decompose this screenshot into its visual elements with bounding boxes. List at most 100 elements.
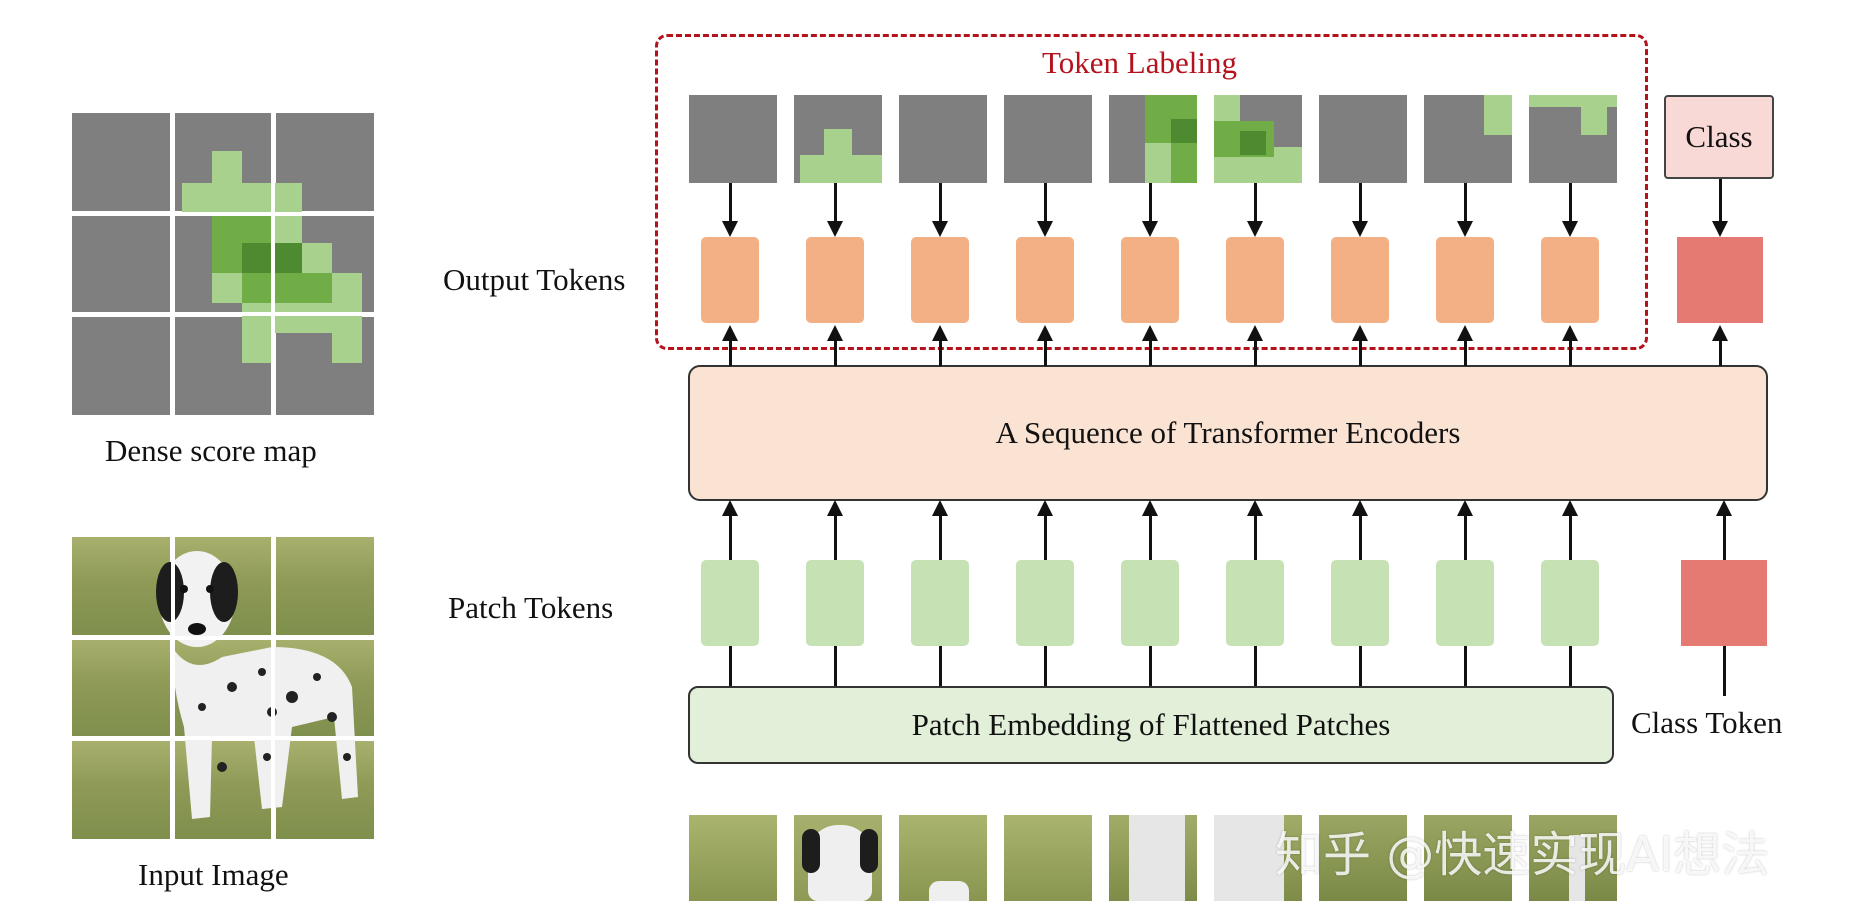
arrow-up (1149, 514, 1152, 560)
image-patch (72, 537, 170, 635)
image-patch (276, 537, 374, 635)
arrow-head (1712, 221, 1728, 237)
connector-line (1359, 646, 1362, 686)
patch-token (1016, 560, 1074, 646)
arrow-up (729, 339, 732, 366)
score-cell (72, 215, 170, 313)
arrow-up (1719, 339, 1722, 366)
arrow-down (1719, 179, 1722, 223)
arrow-head (932, 500, 948, 516)
class-output-token (1677, 237, 1763, 323)
arrow-up (1569, 514, 1572, 560)
arrow-head (1247, 500, 1263, 516)
arrow-head (932, 325, 948, 341)
connector-line (834, 646, 837, 686)
arrow-down (834, 183, 837, 223)
token-label-9 (1529, 95, 1617, 183)
input-image-label: Input Image (138, 857, 289, 892)
image-patch (276, 741, 374, 839)
arrow-head (827, 325, 843, 341)
patch-embedding-block: Patch Embedding of Flattened Patches (688, 686, 1614, 764)
arrow-head (1712, 325, 1728, 341)
connector-line (1464, 646, 1467, 686)
class-token-label: Class Token (1631, 705, 1783, 740)
arrow-up (1569, 339, 1572, 366)
connector-line (729, 646, 732, 686)
patch-token (1331, 560, 1389, 646)
token-label-1 (689, 95, 777, 183)
output-token (1226, 237, 1284, 323)
embedding-label: Patch Embedding of Flattened Patches (911, 707, 1391, 742)
arrow-head (1352, 221, 1368, 237)
flattened-patch-5 (1109, 815, 1197, 901)
arrow-up (834, 339, 837, 366)
arrow-down (1464, 183, 1467, 223)
flattened-patch-3 (899, 815, 987, 901)
image-patch (72, 741, 170, 839)
arrow-down (1254, 183, 1257, 223)
dog-score-overlay (72, 113, 374, 415)
patch-token (1121, 560, 1179, 646)
arrow-head (722, 325, 738, 341)
token-label-3 (899, 95, 987, 183)
arrow-head (1037, 325, 1053, 341)
arrow-down (1044, 183, 1047, 223)
patch-token (1436, 560, 1494, 646)
connector-line (1044, 646, 1047, 686)
flattened-patch-6 (1214, 815, 1302, 901)
arrow-head (827, 221, 843, 237)
token-label-7 (1319, 95, 1407, 183)
arrow-head (1037, 221, 1053, 237)
token-label-4 (1004, 95, 1092, 183)
patch-token (806, 560, 864, 646)
arrow-up (1359, 339, 1362, 366)
arrow-head (1562, 325, 1578, 341)
arrow-head (1457, 500, 1473, 516)
arrow-head (1352, 500, 1368, 516)
arrow-up (834, 514, 837, 560)
arrow-head (1562, 221, 1578, 237)
patch-token (1226, 560, 1284, 646)
arrow-up (729, 514, 732, 560)
arrow-up (939, 514, 942, 560)
arrow-head (1037, 500, 1053, 516)
flattened-patch-1 (689, 815, 777, 901)
output-token (1541, 237, 1599, 323)
arrow-up (1149, 339, 1152, 366)
arrow-head (1142, 500, 1158, 516)
arrow-down (1569, 183, 1572, 223)
arrow-up (939, 339, 942, 366)
token-label-2 (794, 95, 882, 183)
output-token (1331, 237, 1389, 323)
output-token (911, 237, 969, 323)
arrow-head (722, 221, 738, 237)
arrow-down (729, 183, 732, 223)
arrow-head (1562, 500, 1578, 516)
connector-line (1149, 646, 1152, 686)
arrow-head (1352, 325, 1368, 341)
encoder-label: A Sequence of Transformer Encoders (995, 415, 1461, 450)
score-cell (72, 113, 170, 211)
arrow-head (1457, 221, 1473, 237)
arrow-down (939, 183, 942, 223)
connector-line (1569, 646, 1572, 686)
class-token-connector (1723, 646, 1726, 696)
arrow-head (1142, 221, 1158, 237)
token-label-5 (1109, 95, 1197, 183)
output-tokens-label: Output Tokens (443, 262, 626, 297)
arrow-up (1254, 514, 1257, 560)
patch-token (701, 560, 759, 646)
connector-line (939, 646, 942, 686)
arrow-up (1464, 339, 1467, 366)
arrow-head (827, 500, 843, 516)
score-cell (72, 317, 170, 415)
output-token (1436, 237, 1494, 323)
arrow-head (1142, 325, 1158, 341)
image-patch (72, 639, 170, 737)
output-token (1016, 237, 1074, 323)
patch-token (1541, 560, 1599, 646)
connector-line (1254, 646, 1257, 686)
token-labeling-title: Token Labeling (1042, 45, 1237, 80)
token-label-8 (1424, 95, 1512, 183)
class-token (1681, 560, 1767, 646)
